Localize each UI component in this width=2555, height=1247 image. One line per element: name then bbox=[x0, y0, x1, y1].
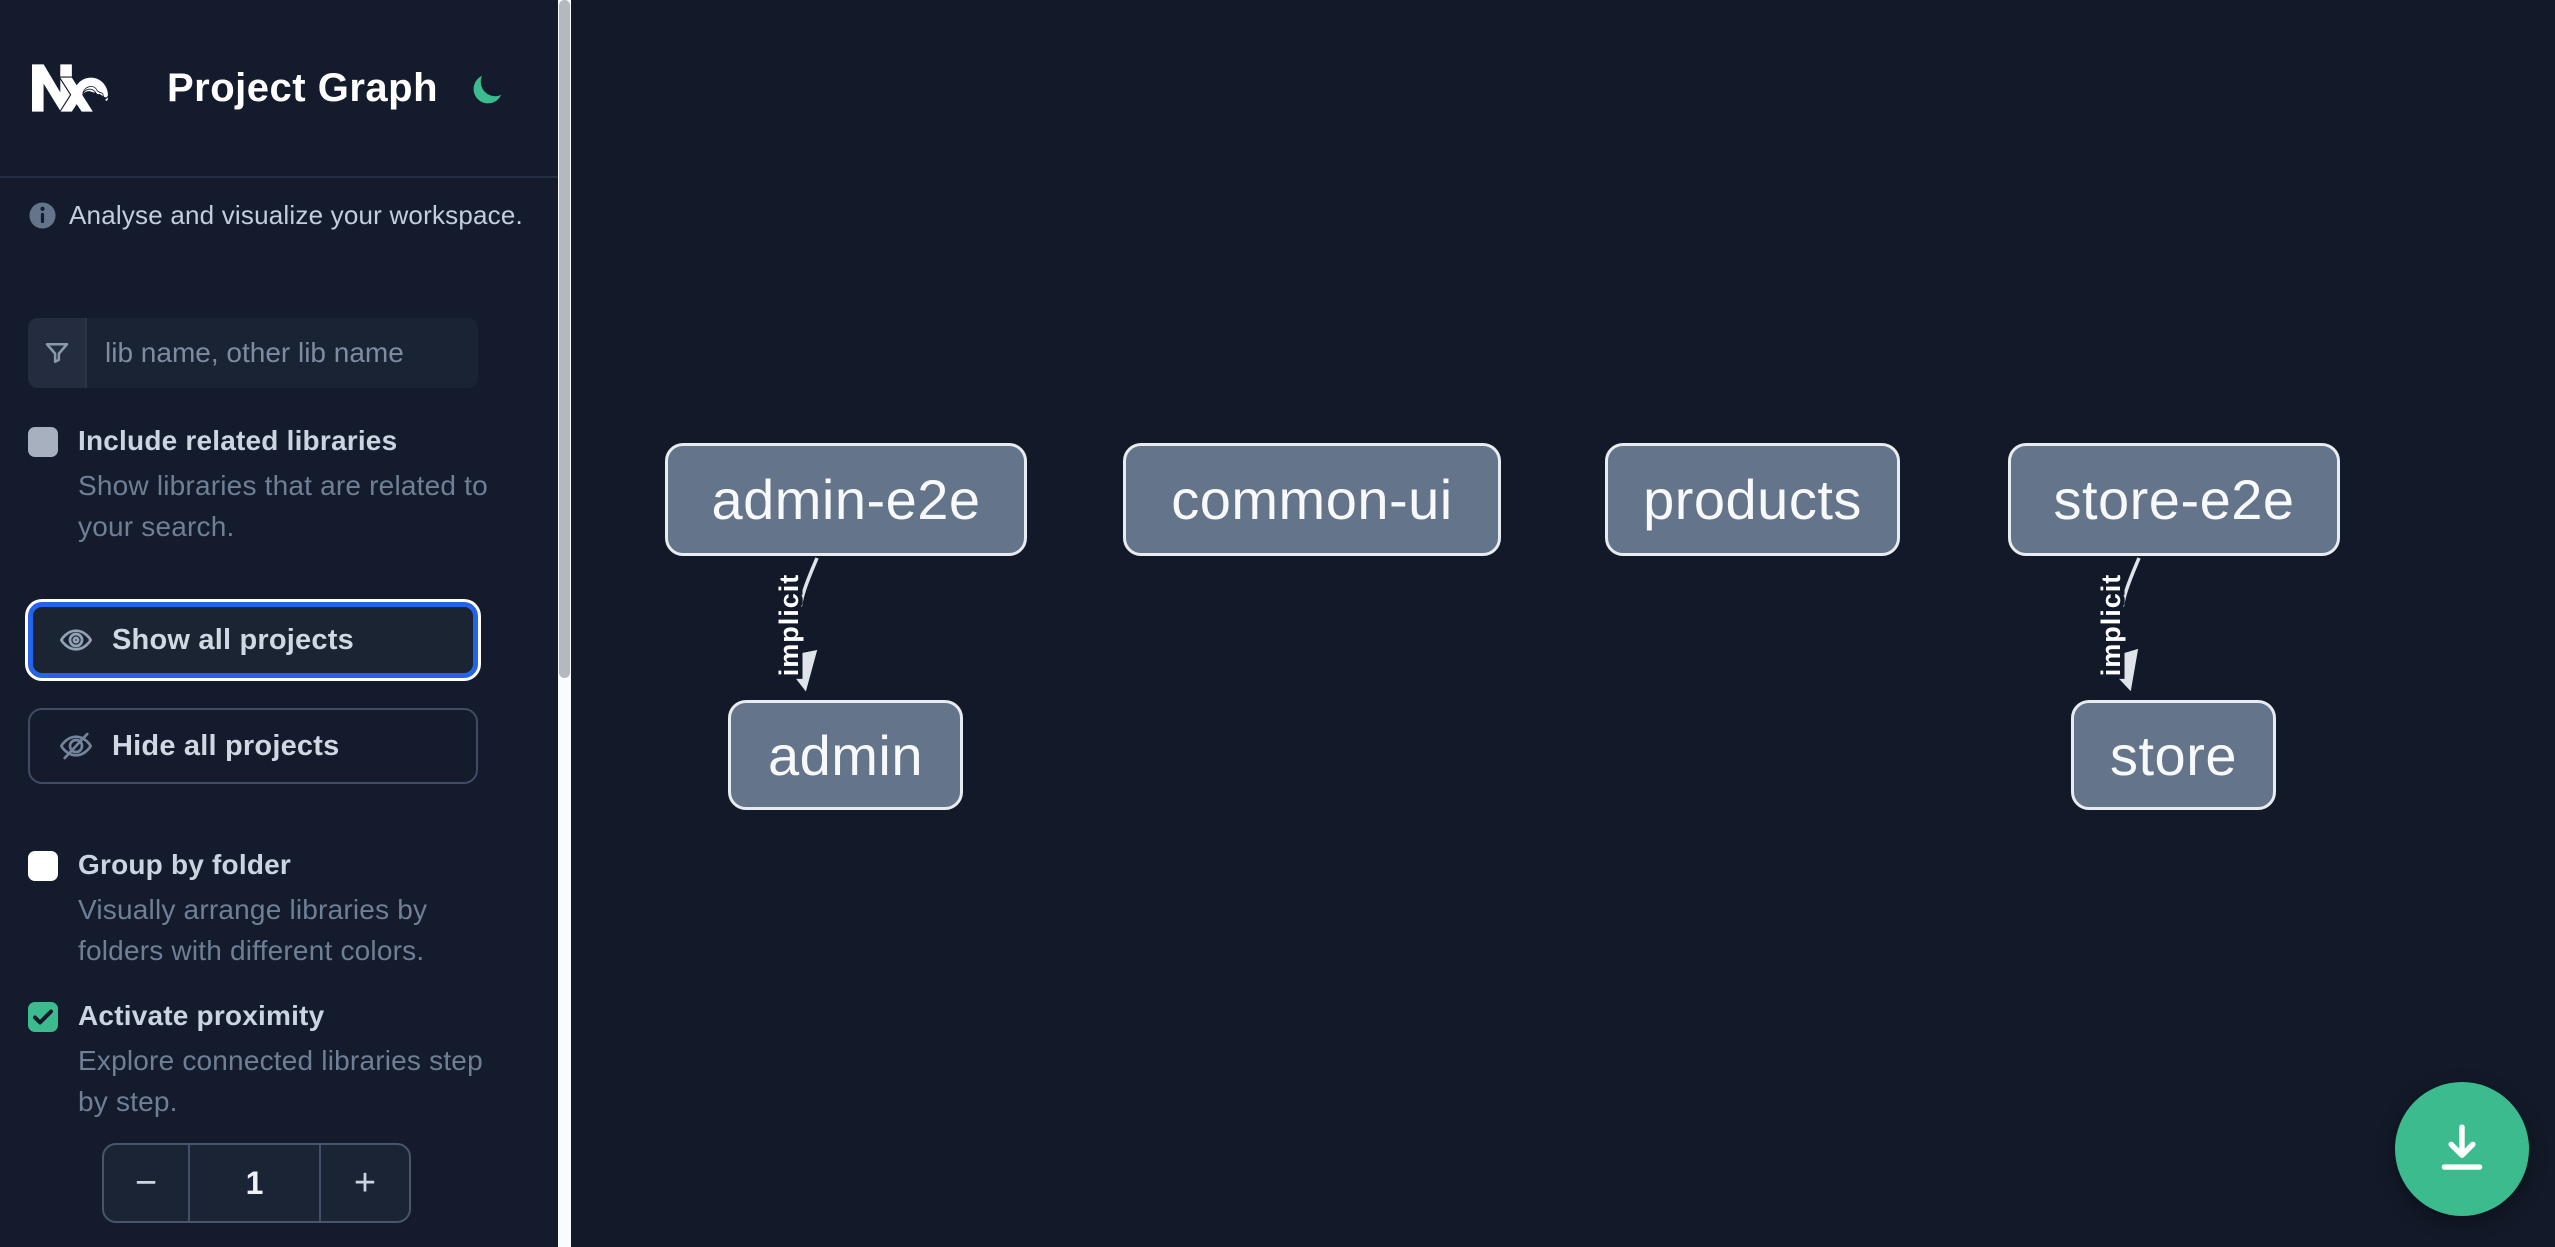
hide-all-projects-label: Hide all projects bbox=[112, 729, 340, 762]
theme-toggle-button[interactable] bbox=[468, 70, 508, 110]
hide-all-projects-button[interactable]: Hide all projects bbox=[28, 708, 478, 784]
eye-off-icon bbox=[58, 728, 94, 764]
graph-node-store-e2e[interactable]: store-e2e bbox=[2008, 443, 2340, 556]
info-icon bbox=[29, 202, 56, 229]
activate-proximity-label[interactable]: Activate proximity bbox=[78, 1000, 325, 1031]
filter-box bbox=[28, 318, 478, 388]
sidebar: Project Graph Analyse and visualize your… bbox=[0, 0, 558, 1247]
download-graph-button[interactable] bbox=[2395, 1082, 2529, 1216]
edge-store-e2e-store bbox=[2101, 557, 2141, 692]
group-by-folder-checkbox[interactable] bbox=[28, 851, 58, 881]
page-title: Project Graph bbox=[167, 66, 439, 110]
edge-label-implicit-1: implicit bbox=[774, 574, 804, 677]
moon-icon bbox=[473, 75, 502, 103]
graph-node-admin[interactable]: admin bbox=[728, 700, 963, 810]
activate-proximity-description: Explore connected libraries step by step… bbox=[78, 1045, 483, 1117]
group-by-folder-description: Visually arrange libraries by folders wi… bbox=[78, 894, 428, 966]
download-icon bbox=[2441, 1124, 2483, 1170]
option-activate-proximity: Activate proximity Explore connected lib… bbox=[28, 1000, 508, 1122]
eye-icon bbox=[58, 622, 94, 658]
graph-edges: implicit implicit bbox=[770, 557, 2141, 692]
filter-icon-segment bbox=[28, 318, 87, 388]
graph-node-products[interactable]: products bbox=[1605, 443, 1900, 556]
activate-proximity-checkbox[interactable] bbox=[28, 1002, 58, 1032]
proximity-value[interactable]: 1 bbox=[245, 1164, 264, 1201]
graph-node-admin-e2e[interactable]: admin-e2e bbox=[665, 443, 1027, 556]
include-related-description: Show libraries that are related to your … bbox=[78, 470, 488, 542]
show-all-projects-button[interactable]: Show all projects bbox=[28, 602, 478, 678]
show-all-projects-label: Show all projects bbox=[112, 623, 354, 656]
sidebar-scrollbar-thumb[interactable] bbox=[559, 0, 570, 678]
sidebar-scrollbar-track[interactable] bbox=[558, 0, 571, 1247]
funnel-icon bbox=[45, 343, 68, 363]
option-include-related: Include related libraries Show libraries… bbox=[28, 425, 508, 547]
include-related-checkbox[interactable] bbox=[28, 427, 58, 457]
tagline-row: Analyse and visualize your workspace. bbox=[28, 200, 528, 231]
edge-admin-e2e-admin bbox=[779, 557, 819, 692]
graph-node-store[interactable]: store bbox=[2071, 700, 2276, 810]
project-graph-canvas[interactable]: implicit implicit admin-e2e common-ui pr… bbox=[571, 0, 2555, 1247]
tagline-text: Analyse and visualize your workspace. bbox=[69, 200, 523, 230]
sidebar-header: Project Graph bbox=[0, 0, 558, 178]
edge-label-implicit-2: implicit bbox=[2096, 574, 2126, 677]
nx-logo-icon bbox=[32, 64, 109, 112]
include-related-label[interactable]: Include related libraries bbox=[78, 425, 398, 456]
option-group-by-folder: Group by folder Visually arrange librari… bbox=[28, 849, 508, 971]
proximity-decrement-button[interactable]: − bbox=[104, 1145, 190, 1221]
graph-node-common-ui[interactable]: common-ui bbox=[1123, 443, 1501, 556]
proximity-stepper: − 1 + bbox=[102, 1143, 411, 1223]
proximity-increment-button[interactable]: + bbox=[319, 1145, 409, 1221]
filter-input[interactable] bbox=[87, 318, 478, 388]
group-by-folder-label[interactable]: Group by folder bbox=[78, 849, 291, 880]
